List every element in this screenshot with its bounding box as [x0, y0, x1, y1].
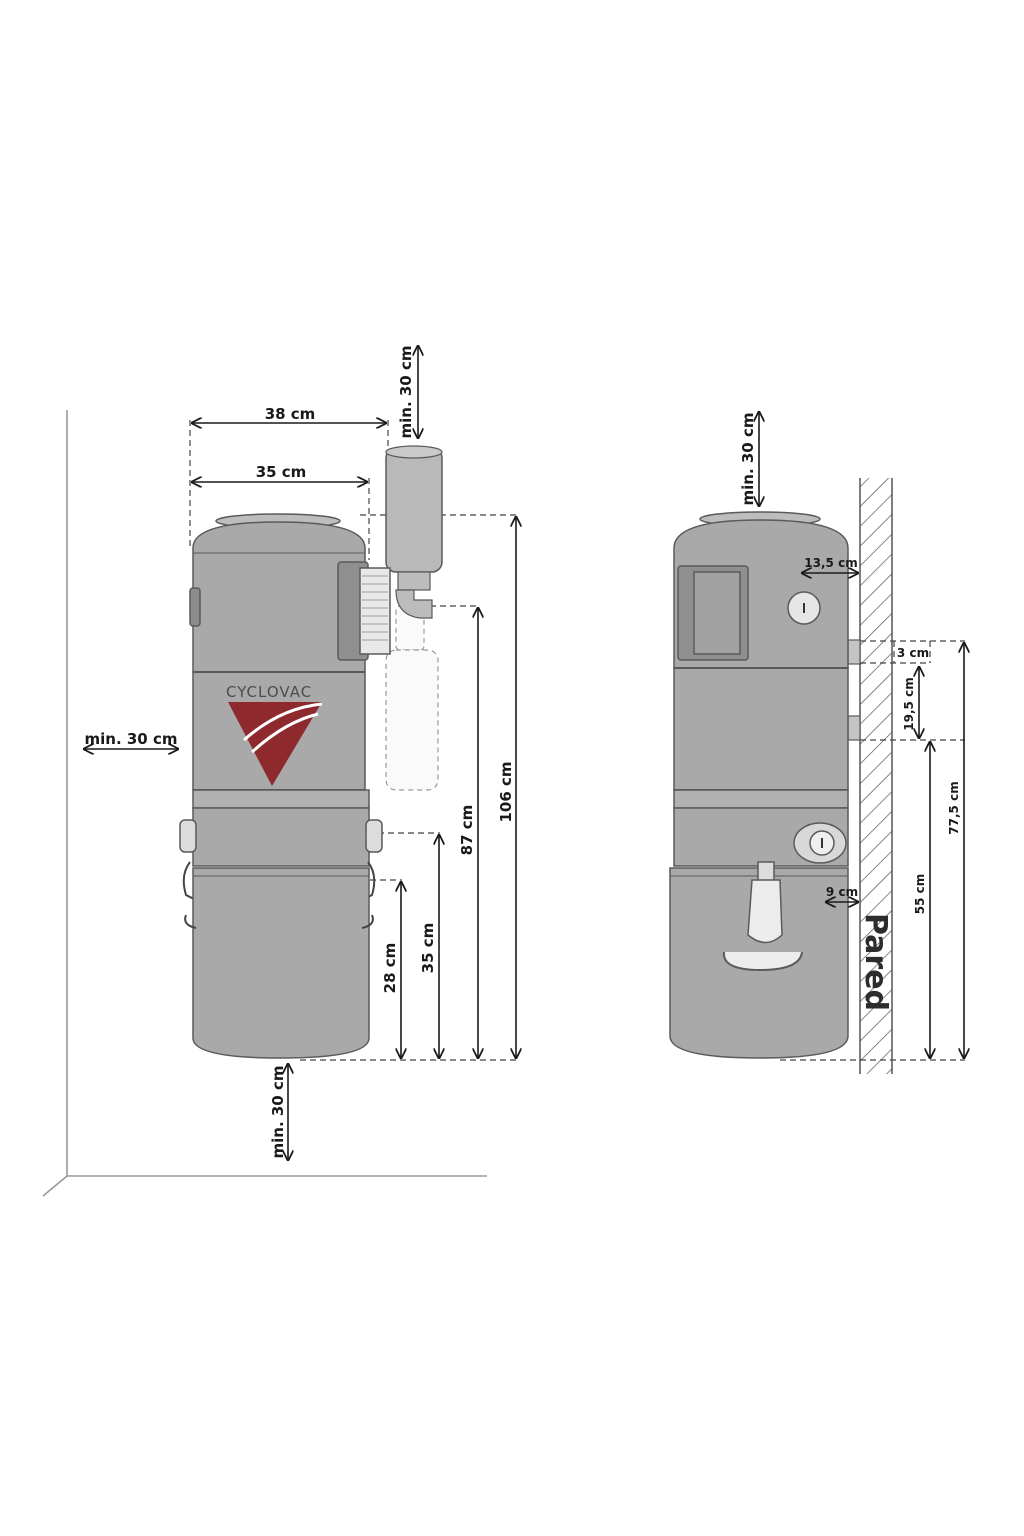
- lower-bracket-height-label: 55 cm: [913, 874, 927, 915]
- clearance-top-right-label: min. 30 cm: [739, 413, 757, 506]
- filter-canister: [385, 445, 443, 619]
- height-handle-label: 28 cm: [381, 943, 399, 994]
- lower-bracket: [847, 715, 861, 741]
- filter-removal-ghost: [385, 605, 439, 791]
- right-view: Pared: [669, 412, 965, 1074]
- height-inlet-label: 35 cm: [419, 923, 437, 974]
- vacuum-unit-side: [669, 511, 849, 1059]
- width-body-label: 35 cm: [256, 463, 307, 481]
- vacuum-unit-front: [179, 513, 391, 1059]
- bracket-height-label: 3 cm: [897, 646, 929, 660]
- dimension-arrows-left: [84, 346, 516, 1160]
- wall-label: Pared: [858, 913, 893, 1011]
- dimension-arrows-right: [759, 412, 964, 1058]
- room-corner: [42, 410, 487, 1197]
- clearance-side-label: min. 30 cm: [85, 730, 178, 748]
- brand-name: CYCLOVAC: [226, 683, 312, 701]
- height-upper-label: 87 cm: [458, 805, 476, 856]
- extension-lines-right: [780, 640, 965, 1061]
- upper-bracket: [847, 639, 861, 665]
- clearance-bottom-label: min. 30 cm: [269, 1066, 287, 1159]
- bracket-to-floor-label: 77,5 cm: [947, 781, 961, 834]
- left-view: CYCLOVAC 38 cm 35 cm min. 30 cm min. 30 …: [42, 346, 520, 1197]
- brand-logo-icon: [228, 702, 323, 786]
- wall-offset-label: 9 cm: [826, 885, 858, 899]
- height-total-label: 106 cm: [497, 761, 515, 822]
- inlet-offset-label: 13,5 cm: [804, 556, 857, 570]
- width-total-label: 38 cm: [265, 405, 316, 423]
- bracket-gap-label: 19,5 cm: [902, 677, 916, 730]
- clearance-top-label: min. 30 cm: [397, 346, 415, 439]
- wall: [859, 478, 893, 1074]
